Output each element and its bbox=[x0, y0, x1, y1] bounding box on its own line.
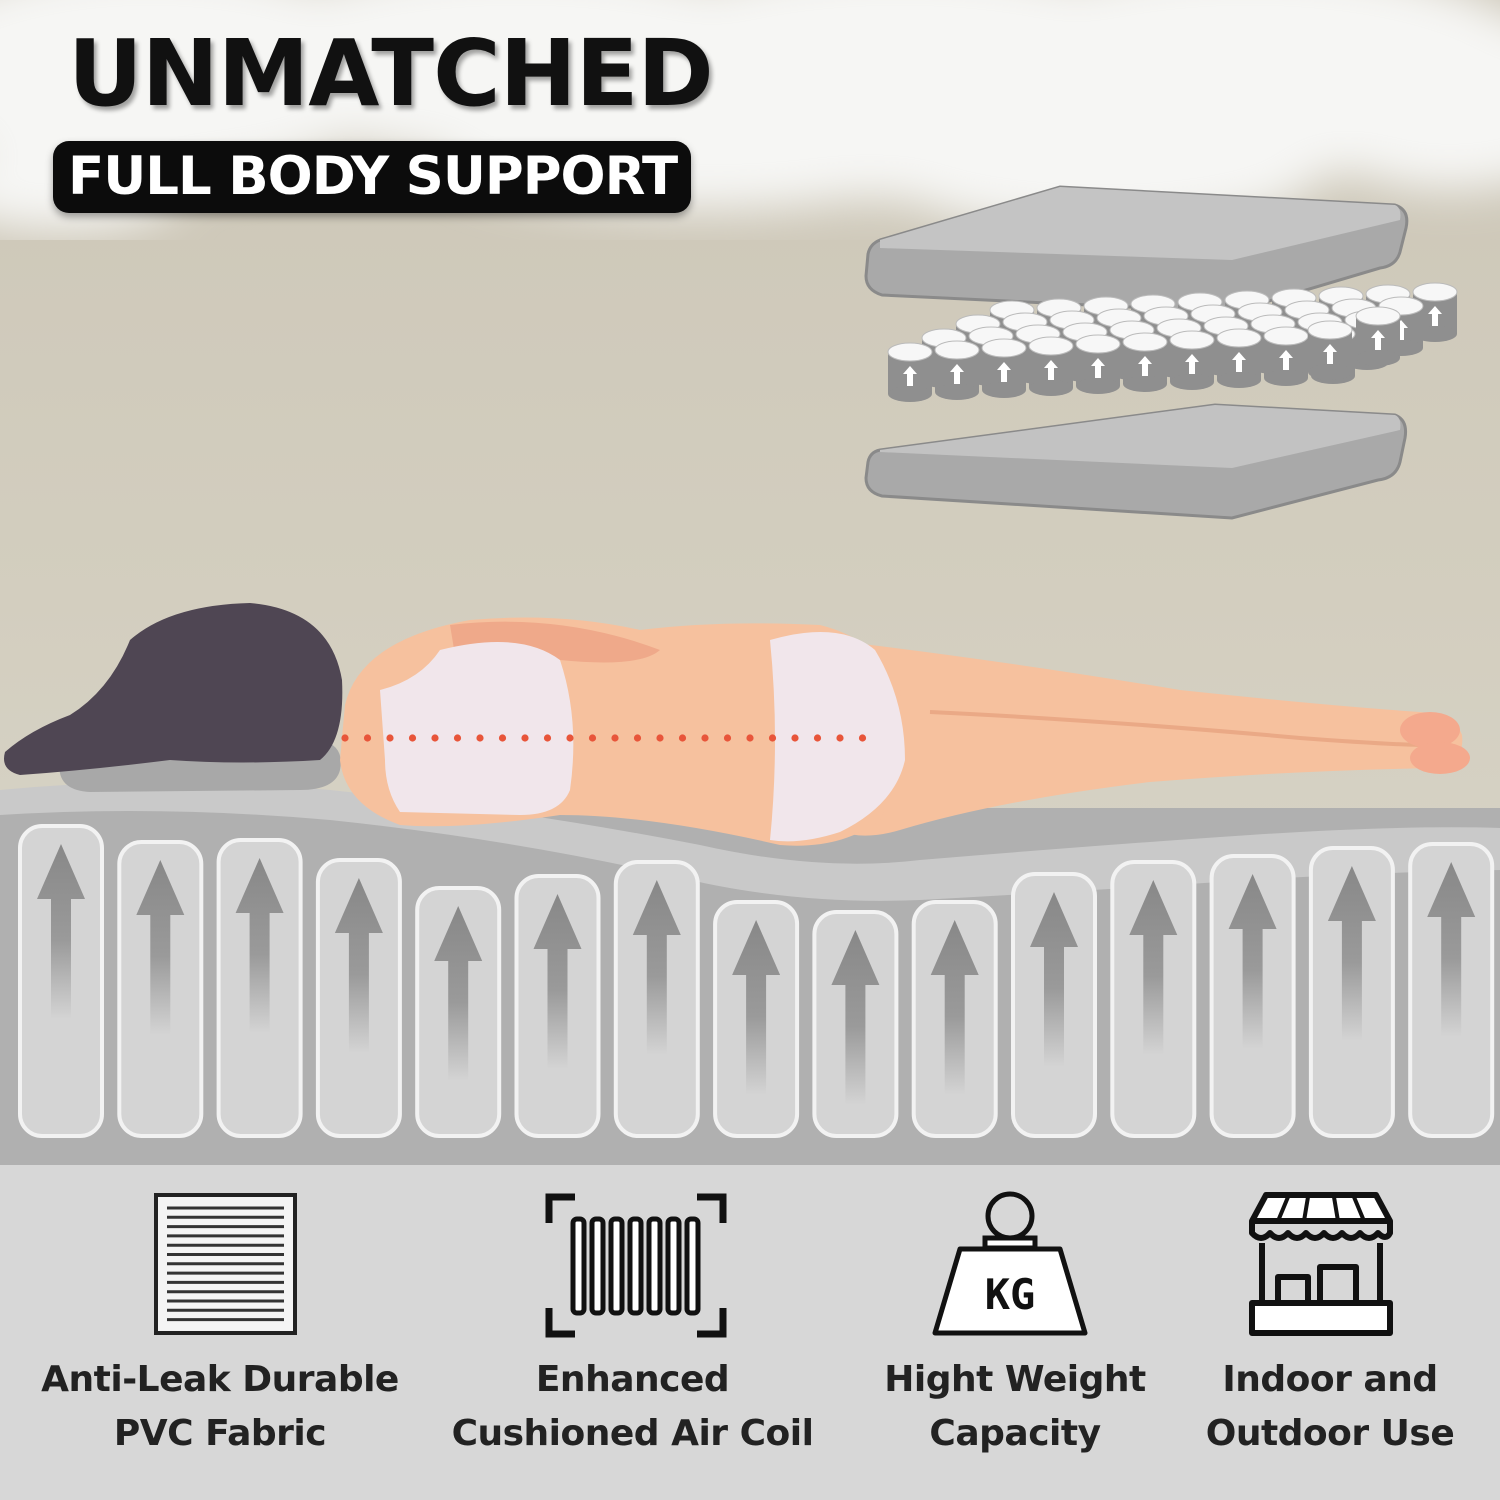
spine-dot bbox=[521, 734, 529, 742]
spine-dot bbox=[746, 734, 754, 742]
spine-dot bbox=[431, 734, 439, 742]
sleeping-woman-figure bbox=[4, 603, 1470, 846]
air-coil bbox=[1110, 860, 1197, 1138]
coil-cylinder bbox=[1355, 306, 1401, 366]
feature-label-line2: PVC Fabric bbox=[113, 1413, 327, 1454]
spine-dot bbox=[633, 734, 642, 742]
spine-dot bbox=[836, 734, 844, 742]
coil-cylinder bbox=[1028, 336, 1074, 396]
mattress-illustration bbox=[0, 185, 1500, 1168]
air-coil bbox=[1408, 842, 1495, 1138]
fabric-sheet-icon bbox=[154, 1193, 297, 1335]
coil-cylinder bbox=[1169, 330, 1215, 390]
air-coil-icon bbox=[545, 1193, 727, 1338]
spine-dot bbox=[386, 734, 394, 742]
svg-text:KG: KG bbox=[985, 1270, 1036, 1319]
spine-dot bbox=[678, 734, 687, 742]
spine-dot bbox=[566, 734, 574, 742]
coil-cylinder bbox=[1075, 334, 1121, 394]
air-coil bbox=[1308, 846, 1395, 1138]
coil-cylinder bbox=[1307, 320, 1353, 380]
kg-weight-icon: KG bbox=[932, 1191, 1088, 1336]
spine-dot bbox=[768, 734, 777, 742]
coil-cylinder bbox=[1122, 332, 1168, 392]
air-coil bbox=[613, 860, 700, 1138]
feature-weight-capacity: KG Hight Weight Capacity bbox=[860, 1165, 1170, 1500]
spine-dot bbox=[341, 734, 349, 742]
coil-mattress bbox=[0, 782, 1500, 1168]
spine-dot bbox=[858, 734, 867, 742]
feature-label-line2: Outdoor Use bbox=[1205, 1413, 1455, 1454]
spine-dot bbox=[656, 734, 664, 742]
feature-label-line2: Capacity bbox=[929, 1413, 1101, 1454]
feature-label-line1: Enhanced bbox=[535, 1359, 730, 1400]
air-coil bbox=[713, 900, 800, 1138]
coil-cylinder bbox=[981, 338, 1027, 398]
coil-cylinder bbox=[887, 342, 933, 402]
coil-cylinder bbox=[1263, 326, 1309, 386]
exploded-layers-graphic bbox=[864, 185, 1458, 520]
spine-dot bbox=[453, 734, 462, 742]
air-coil bbox=[1011, 872, 1097, 1138]
spine-dot bbox=[543, 734, 552, 742]
spine-dot bbox=[611, 734, 619, 742]
spine-dot bbox=[723, 734, 732, 742]
spine-dot bbox=[498, 734, 507, 742]
air-coil bbox=[812, 910, 899, 1138]
feature-label-line2: Cushioned Air Coil bbox=[451, 1413, 814, 1454]
air-coil bbox=[315, 858, 402, 1138]
headline-subtitle-badge bbox=[53, 141, 691, 213]
feature-indoor-outdoor: Indoor and Outdoor Use bbox=[1180, 1165, 1480, 1500]
spine-dot bbox=[701, 734, 709, 742]
feature-air-coil: Enhanced Cushioned Air Coil bbox=[430, 1165, 835, 1500]
air-coil bbox=[117, 840, 204, 1138]
air-coil bbox=[18, 824, 104, 1138]
spine-dot bbox=[363, 734, 372, 742]
coil-cylinder bbox=[1216, 328, 1262, 388]
feature-label-line1: Indoor and bbox=[1222, 1359, 1438, 1400]
spine-dot bbox=[791, 734, 799, 742]
spine-dot bbox=[476, 734, 484, 742]
headline-title: UNMATCHED bbox=[68, 20, 714, 127]
spine-dot bbox=[588, 734, 597, 742]
air-coil bbox=[216, 838, 303, 1138]
air-coil bbox=[415, 886, 502, 1138]
feature-label-line1: Hight Weight bbox=[884, 1359, 1146, 1400]
storefront-icon bbox=[1249, 1192, 1393, 1336]
spine-dot bbox=[813, 734, 822, 742]
feature-label-line1: Anti-Leak Durable bbox=[41, 1359, 399, 1400]
air-coil bbox=[911, 900, 998, 1138]
feature-pvc-fabric: Anti-Leak Durable PVC Fabric bbox=[20, 1165, 420, 1500]
air-coil bbox=[1209, 854, 1296, 1138]
headline-subtitle: FULL BODY SUPPORT bbox=[68, 146, 678, 207]
spine-dot bbox=[408, 734, 417, 742]
coil-cylinder bbox=[934, 340, 980, 400]
air-coil bbox=[514, 874, 601, 1138]
